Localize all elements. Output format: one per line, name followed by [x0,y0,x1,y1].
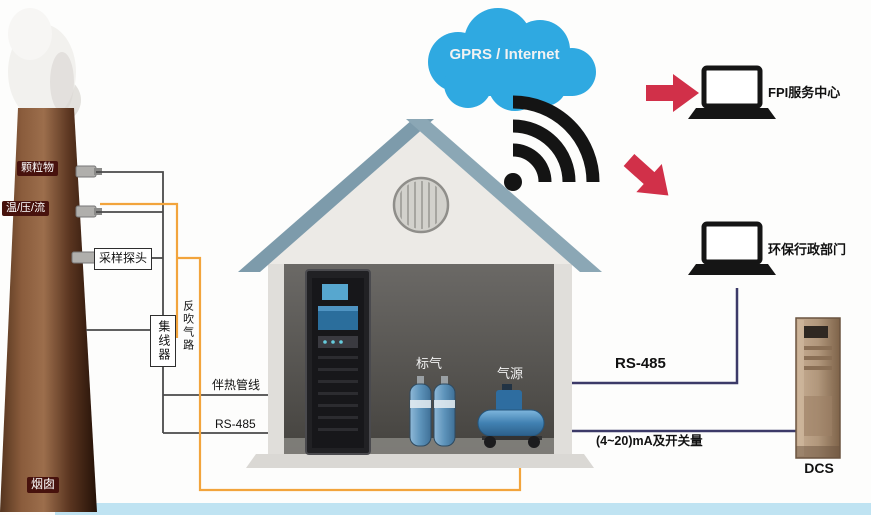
cloud-icon [428,8,596,111]
chimney [0,8,102,512]
dcs-label: DCS [804,460,834,476]
sampling-probe-box: 采样探头 [94,248,152,270]
fpi-center-label: FPI服务中心 [768,85,841,100]
red-arrow-right-icon [646,74,699,112]
blowback-path-label: 反吹气路 [181,300,194,352]
roof-left [238,119,434,272]
cloud-label: GPRS / Internet [449,46,560,63]
temp-press-flow-label: 温/压/流 [2,201,50,216]
dcs-server-icon [795,317,841,459]
wifi-icon [504,95,600,191]
particulate-label: 颗粒物 [17,161,58,176]
env-dept-label: 环保行政部门 [768,242,847,257]
analyzer-rack [305,269,371,455]
hub-box: 集线器 [150,315,176,367]
gas-source-label: 气源 [497,366,524,381]
red-arrow-down-icon [623,154,669,196]
heated-line-label: 伴热管线 [212,378,261,392]
analog-signal-label: (4~20)mA及开关量 [596,434,703,448]
standard-gas-label: 标气 [416,356,443,371]
rs485-left-label: RS-485 [215,417,256,431]
signal-lines-navy [572,288,796,433]
laptop-env-icon [688,221,776,275]
chimney-label: 烟囱 [27,477,60,493]
laptop-fpi-icon [688,65,776,119]
blowback-lines-orange [100,202,522,492]
bottom-strip [55,503,871,515]
rs485-right-label: RS-485 [615,355,666,372]
roof-right [406,119,602,272]
gas-cylinder-icons [409,376,456,447]
air-compressor-icon [477,384,545,448]
gable-vent-icon [392,176,450,234]
